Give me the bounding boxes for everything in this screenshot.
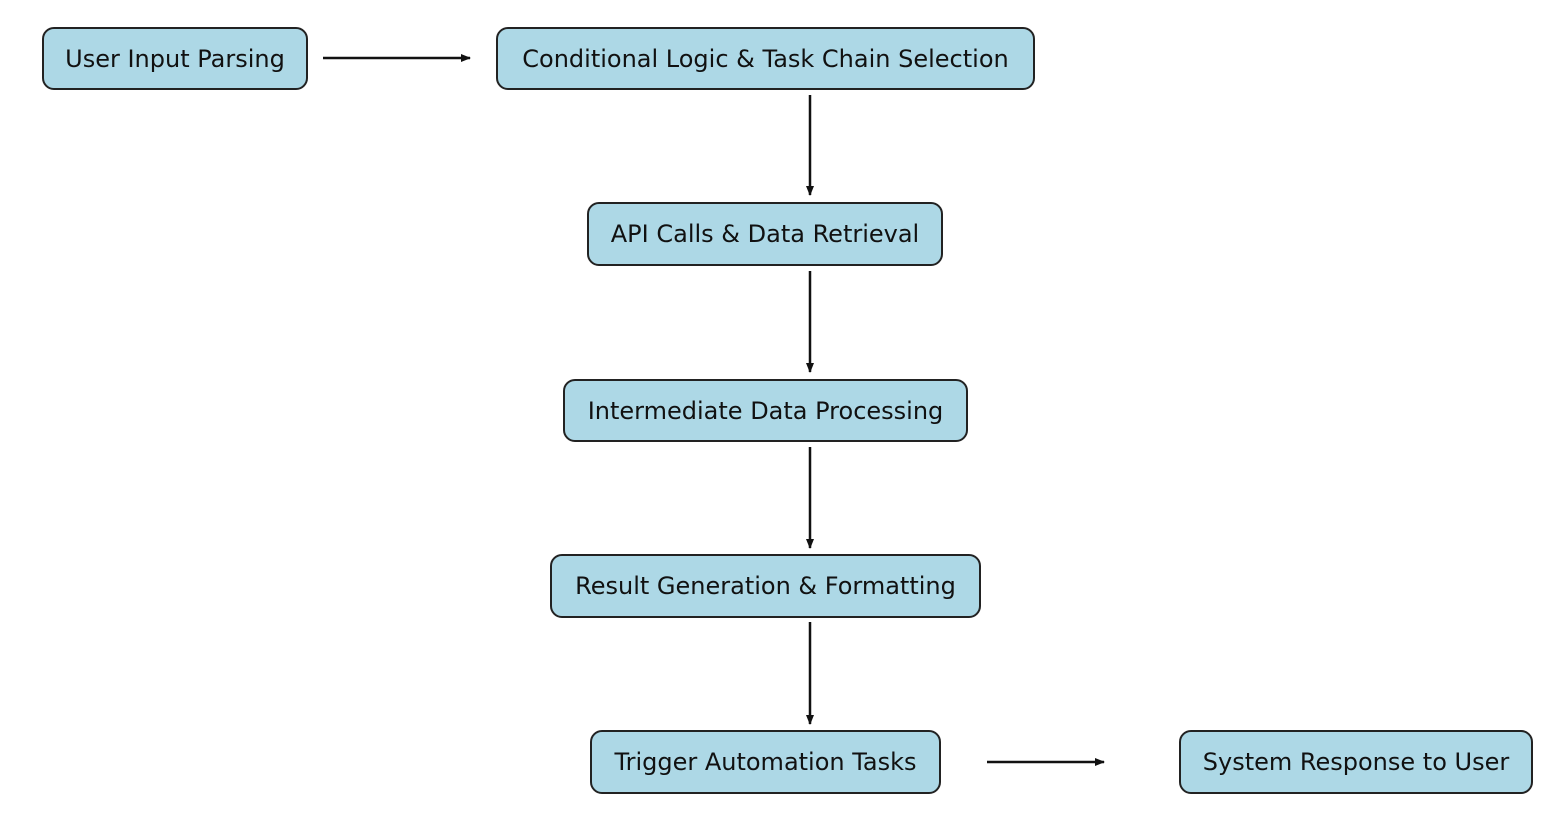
node-api-calls-data-retrieval: API Calls & Data Retrieval	[587, 202, 943, 266]
node-result-generation-formatting: Result Generation & Formatting	[550, 554, 981, 618]
node-trigger-automation-tasks: Trigger Automation Tasks	[590, 730, 941, 794]
node-intermediate-data-processing: Intermediate Data Processing	[563, 379, 968, 442]
node-conditional-logic-task-chain-selection: Conditional Logic & Task Chain Selection	[496, 27, 1035, 90]
node-system-response-to-user: System Response to User	[1179, 730, 1533, 794]
node-user-input-parsing: User Input Parsing	[42, 27, 308, 90]
